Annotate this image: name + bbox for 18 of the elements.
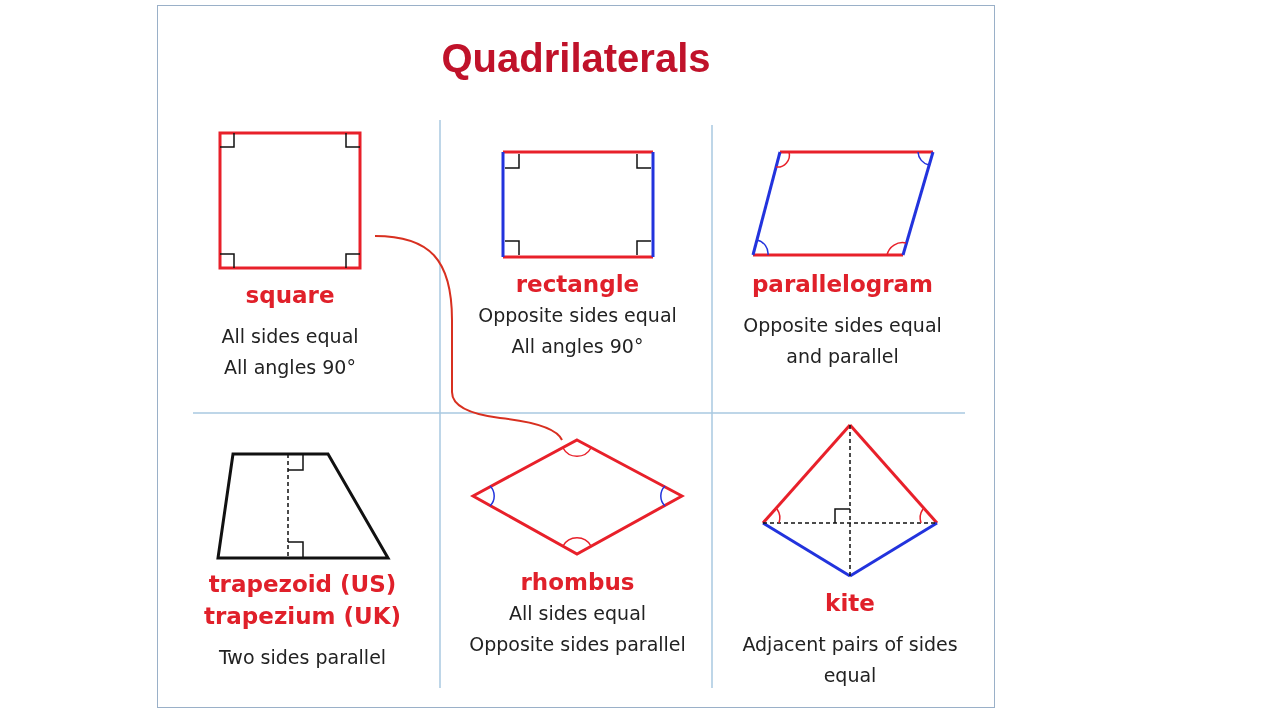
shape-name: trapezoid (US) [208,570,397,599]
title: Quadrilaterals [440,36,712,81]
shape-name: kite [825,589,875,618]
property-text: All angles 90° [224,355,356,380]
hand-drawn-line [374,235,563,441]
property-text: Opposite sides parallel [469,632,686,657]
property-text: All sides equal [221,324,359,349]
property-text: Two sides parallel [218,645,387,670]
property-text: Adjacent pairs of sides equal [741,632,959,688]
shape-name: square [245,281,335,310]
property-text: Opposite sides equal [478,303,677,328]
shape-name: parallelogram [751,270,934,299]
shape-name: rhombus [520,568,635,597]
property-text: All sides equal [508,601,647,626]
shape-name: trapezium (UK) [203,602,402,631]
shape-name: rectangle [515,270,640,299]
property-text: All angles 90° [511,334,644,359]
property-text: Opposite sides equal and parallel [742,313,943,369]
